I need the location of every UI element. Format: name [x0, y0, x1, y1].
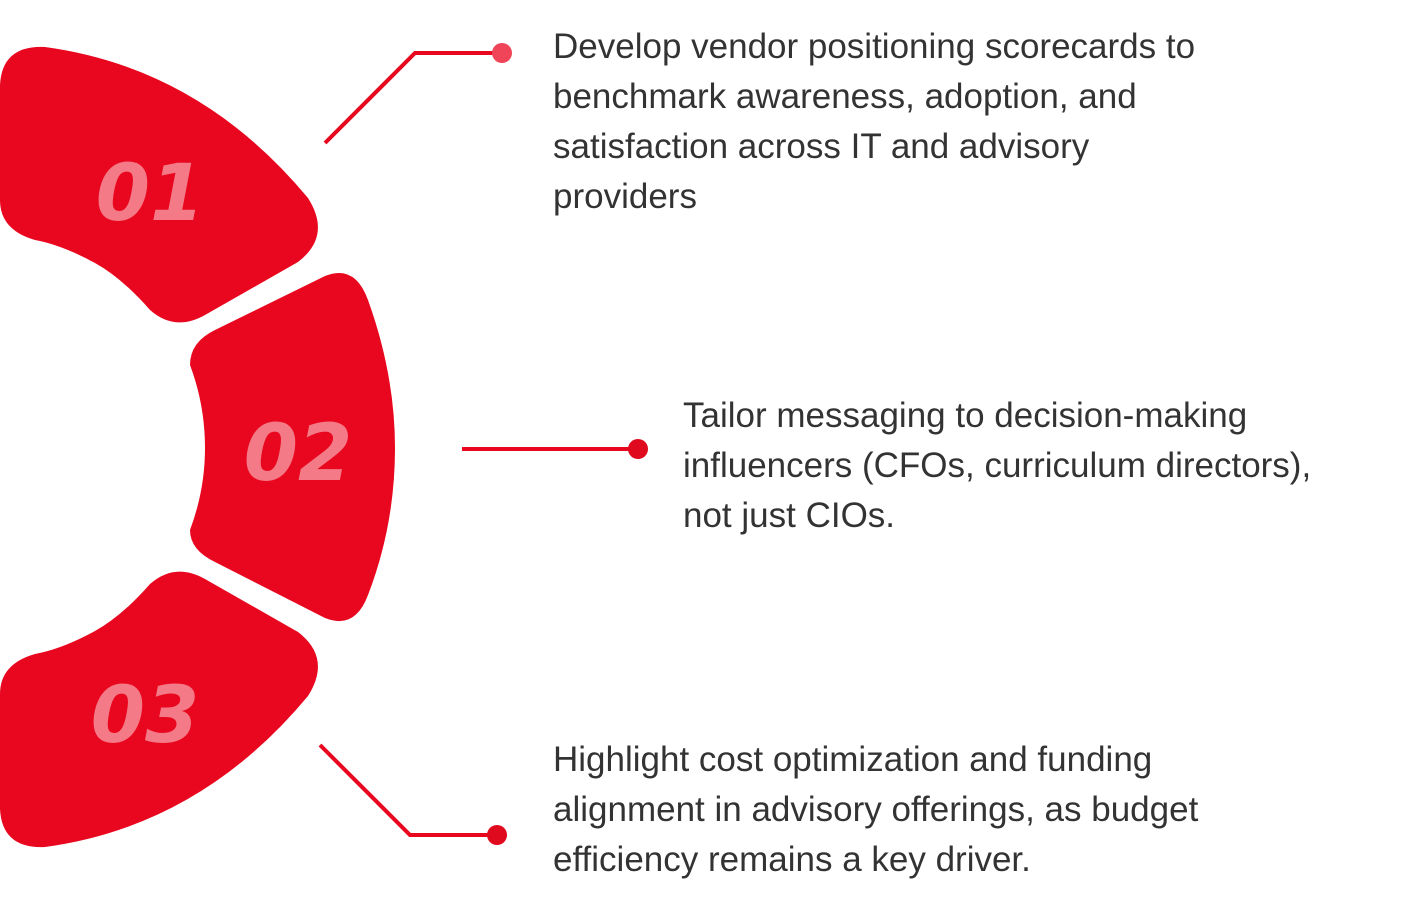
number-03: 03	[91, 671, 200, 761]
text-line: satisfaction across IT and advisory	[553, 127, 1090, 166]
item-03-text: Highlight cost optimization and funding …	[553, 735, 1198, 885]
text-line: influencers (CFOs, curriculum directors)…	[683, 446, 1312, 485]
number-02: 02	[244, 409, 353, 499]
connector-dot-02	[628, 439, 648, 459]
text-line: efficiency remains a key driver.	[553, 840, 1031, 879]
text-line: providers	[553, 177, 697, 216]
connector-dot-01	[492, 43, 512, 63]
segment-01	[0, 46, 318, 323]
item-02-text: Tailor messaging to decision-making infl…	[683, 391, 1311, 541]
text-line: Tailor messaging to decision-making	[683, 396, 1248, 435]
connector-03	[318, 743, 497, 837]
text-line: alignment in advisory offerings, as budg…	[553, 790, 1199, 829]
text-line: Highlight cost optimization and funding	[553, 740, 1153, 779]
item-01-text: Develop vendor positioning scorecards to…	[553, 22, 1195, 222]
segment-03	[0, 571, 318, 848]
number-01: 01	[96, 149, 205, 239]
text-line: Develop vendor positioning scorecards to	[553, 27, 1196, 66]
connector-01	[323, 51, 502, 145]
segment-02	[190, 273, 395, 622]
connector-dot-03	[487, 825, 507, 845]
text-line: not just CIOs.	[683, 496, 896, 535]
text-line: benchmark awareness, adoption, and	[553, 77, 1137, 116]
